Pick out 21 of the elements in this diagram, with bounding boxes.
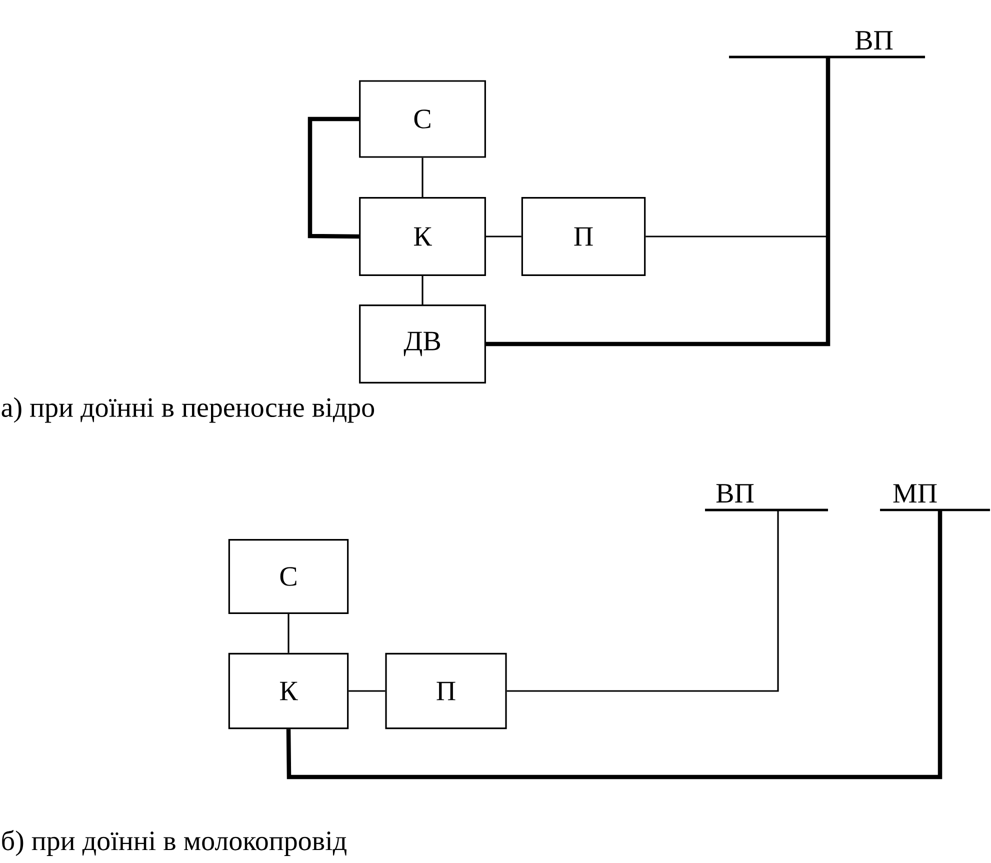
block-box: К [228,652,349,730]
block-box: П [521,197,646,276]
connector-line [288,614,290,653]
pipe-label: МП [893,484,937,503]
connector-line [486,57,830,346]
connector-line [422,276,424,305]
block-box: П [385,652,507,730]
block-box: С [359,80,486,158]
pipe-label: ВП [716,484,754,503]
caption-text: б) при доїнні в молокопровід [2,830,346,856]
connector-line [308,116,360,239]
connector-line [286,510,942,780]
connector-line [486,236,522,238]
block-box: ДВ [359,304,486,384]
block-box: К [359,197,486,276]
connector-line [422,158,424,198]
connector-line [348,690,386,692]
connector-line [506,510,779,692]
pipe-label: ВП [855,31,893,50]
block-box: С [228,539,349,614]
caption-text: а) при доїнні в переносне відро [2,397,374,423]
